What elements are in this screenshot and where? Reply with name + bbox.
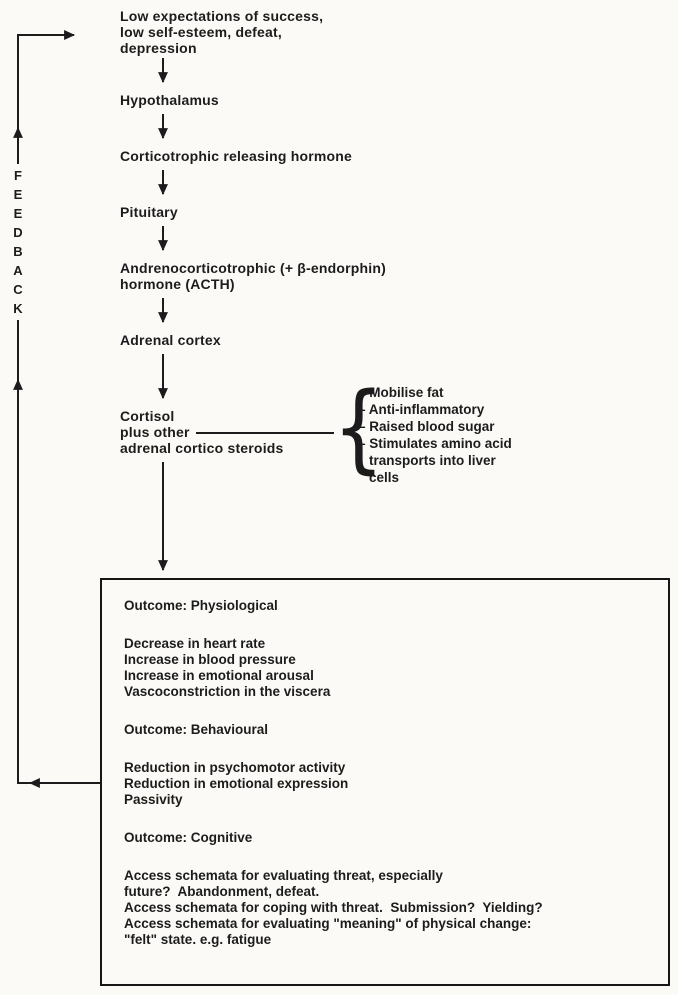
node-acth: Andrenocorticotrophic (+ β-endorphin) ho… [120,260,386,292]
outcome-heading-behavioural: Outcome: Behavioural [124,722,269,737]
outcome-heading-physiological: Outcome: Physiological [124,598,278,613]
feedback-arrow-right-icon [17,30,76,132]
feedback-arrow-up-icon [13,378,36,784]
outcome-box: Outcome: Physiological Decrease in heart… [100,578,670,986]
node-adrenal-cortex: Adrenal cortex [120,332,221,348]
outcome-heading-cognitive: Outcome: Cognitive [124,830,253,845]
node-pituitary: Pituitary [120,204,178,220]
node-crh: Corticotrophic releasing hormone [120,148,352,164]
outcome-lines-behavioural: Reduction in psychomotor activity Reduct… [124,760,349,807]
list-item: – Raised blood sugar [358,419,495,434]
node-cortisol: Cortisol plus other adrenal cortico ster… [120,408,284,456]
list-item: – Anti-inflammatory [358,402,485,417]
outcome-lines-cognitive: Access schemata for evaluating threat, e… [124,868,543,947]
feedback-label: F E E D B A C K [5,164,31,320]
node-hypothalamus: Hypothalamus [120,92,219,108]
list-item: – Stimulates amino acid transports into … [358,436,512,485]
outcome-lines-physiological: Decrease in heart rate Increase in blood… [124,636,331,699]
list-item: – Mobilise fat [358,385,444,400]
node-trigger: Low expectations of success, low self-es… [120,8,324,56]
brace-icon: { [332,372,385,484]
cortisol-effects-list: – Mobilise fat – Anti-inflammatory – Rai… [358,384,512,486]
